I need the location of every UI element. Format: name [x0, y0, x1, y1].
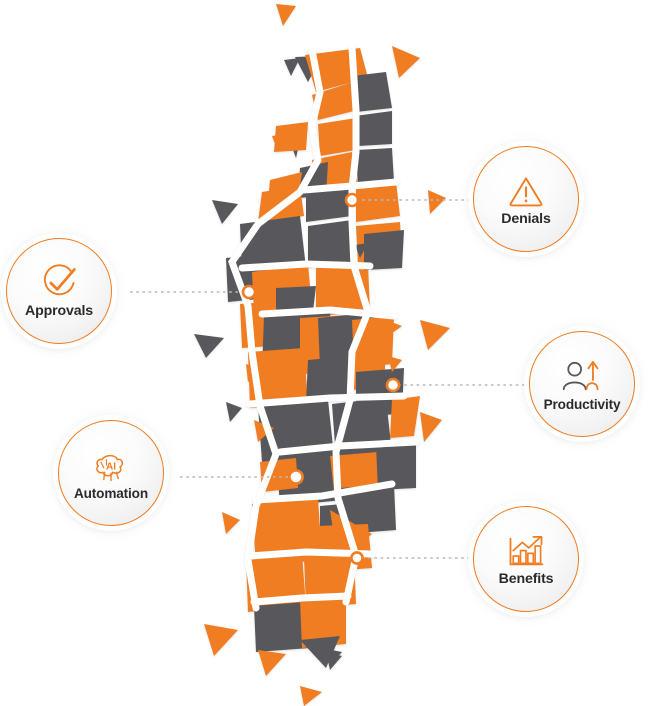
fragment-gray	[306, 184, 352, 222]
fragment-orange	[300, 596, 346, 648]
spine-fragments	[194, 4, 450, 706]
fragment-orange	[274, 122, 308, 152]
connector-dot-approvals	[241, 284, 257, 300]
fragment-orange	[276, 4, 296, 26]
fragment-gray	[308, 228, 352, 266]
fragment-gray	[212, 200, 238, 224]
node-label: Denials	[501, 211, 551, 228]
node-label: Benefits	[498, 571, 554, 588]
fragment-orange	[420, 412, 442, 442]
fragment-orange	[300, 686, 322, 706]
fragment-orange	[204, 624, 238, 656]
fragment-orange	[330, 452, 380, 492]
fragment-orange	[258, 650, 286, 676]
node-approvals[interactable]: Approvals	[6, 238, 112, 344]
node-label: Automation	[73, 485, 148, 501]
check-circle-icon	[38, 263, 80, 303]
node-label: Productivity	[543, 396, 621, 412]
fragment-gray	[284, 58, 300, 76]
fragment-orange	[248, 348, 308, 408]
node-productivity[interactable]: Productivity	[529, 331, 635, 437]
fragment-gray	[352, 72, 392, 112]
connector-lines	[130, 199, 528, 559]
crack-lines	[228, 44, 420, 612]
connector-dots	[241, 192, 401, 565]
fragment-orange	[376, 198, 392, 216]
fragment-orange	[390, 396, 420, 438]
warning-triangle-icon	[505, 171, 547, 211]
person-growth-icon	[561, 357, 603, 397]
fragment-gray	[226, 402, 242, 422]
node-benefits[interactable]: Benefits	[473, 506, 579, 612]
fragment-gray	[300, 636, 340, 668]
fragment-gray	[364, 230, 404, 270]
fragment-gray	[376, 442, 416, 490]
ai-brain-text: AI	[106, 461, 116, 472]
connector-dot-automation	[288, 469, 304, 485]
fragment-orange	[272, 134, 288, 152]
node-label: Approvals	[24, 303, 94, 320]
fragment-orange	[318, 118, 356, 156]
fragment-orange	[420, 320, 450, 350]
fragment-gray	[254, 602, 310, 652]
fragment-orange	[428, 190, 446, 214]
fragment-gray	[356, 148, 394, 188]
fragment-orange	[254, 420, 274, 442]
fragment-orange	[388, 356, 402, 372]
connector-dot-denials	[344, 192, 360, 208]
fragment-gray	[326, 652, 342, 670]
connector-dot-benefits	[350, 551, 364, 565]
fragment-gray	[306, 356, 352, 402]
fragment-orange	[222, 512, 240, 534]
node-automation[interactable]: AI Automation	[58, 420, 164, 526]
fragment-gray	[194, 334, 224, 358]
connector-dot-productivity	[385, 377, 401, 393]
fragment-gray	[355, 111, 392, 146]
ai-brain-icon: AI	[90, 446, 132, 486]
fragment-orange	[392, 46, 420, 78]
node-denials[interactable]: Denials	[473, 146, 579, 252]
fragment-gray	[355, 243, 368, 258]
bar-chart-arrow-icon	[505, 531, 547, 571]
